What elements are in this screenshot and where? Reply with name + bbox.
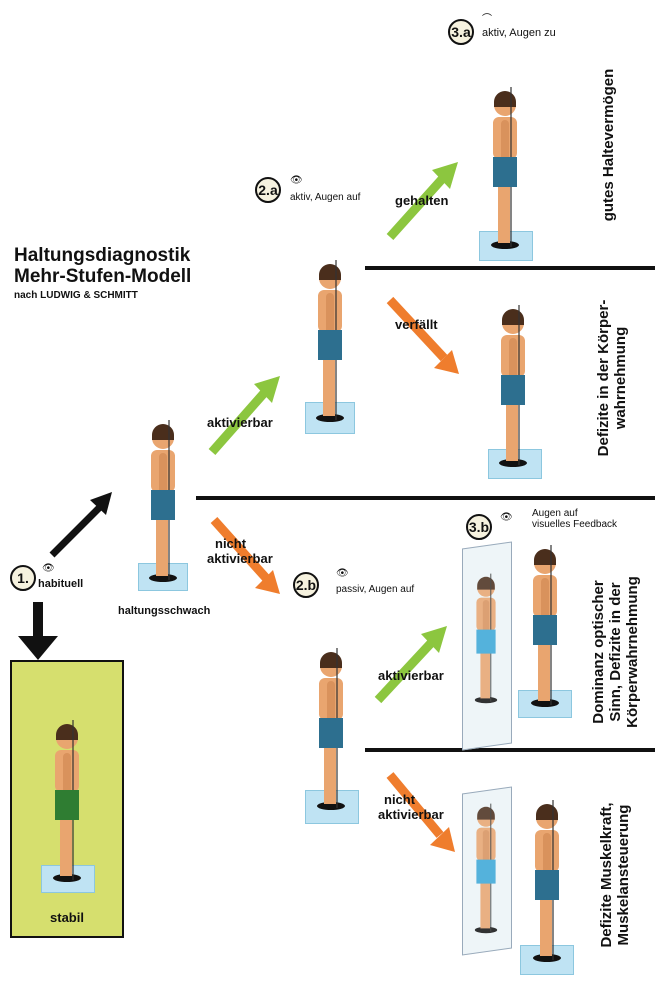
label-nicht-aktivierbar-1a: nicht <box>215 536 246 551</box>
step-1-label: habituell <box>38 577 83 592</box>
step-2a-label: aktiv, Augen auf <box>290 192 360 203</box>
step-2a-badge: 2.a <box>255 177 281 203</box>
black-arrow-up <box>52 492 112 555</box>
eye-open-icon: 👁 <box>290 175 303 186</box>
step-3a-badge: 3.a <box>448 19 474 45</box>
black-arrow-down <box>18 602 58 660</box>
label-nicht-aktivierbar-1b: aktivierbar <box>207 551 273 566</box>
green-arrow-aktivierbar-1 <box>212 376 280 452</box>
step-3b-badge: 3.b <box>466 514 492 540</box>
label-aktivierbar-1: aktivierbar <box>207 415 273 430</box>
step-1-badge: 1. <box>10 565 36 591</box>
step-3b-label-1: Augen auf <box>532 508 578 519</box>
eye-open-icon: 👁 <box>336 568 349 579</box>
eye-closed-icon: ⌒ <box>482 14 492 25</box>
outcome-4: Defizite Muskelkraft, Muskelansteuerung <box>598 775 632 975</box>
figure-3a <box>491 87 519 249</box>
mirror-reflection-1 <box>475 574 497 704</box>
label-verfaellt: verfällt <box>395 317 438 332</box>
figure-2a <box>316 260 344 422</box>
label-gehalten: gehalten <box>395 193 448 208</box>
eye-open-icon: 👁 <box>500 512 513 523</box>
outcome-3: Dominanz optischer Sinn, Defizite in der… <box>590 552 641 752</box>
eye-open-icon: 👁 <box>42 563 55 574</box>
green-arrow-aktivierbar-2 <box>378 626 447 700</box>
outcome-2: Defizite in der Körper- wahrnehmung <box>595 278 629 478</box>
label-nicht-aktivierbar-2b: aktivierbar <box>378 807 444 822</box>
step-3a-label: aktiv, Augen zu <box>482 28 556 39</box>
orange-arrow-verfaellt <box>390 300 459 374</box>
mirror-reflection-2 <box>475 804 497 934</box>
step-2b-label: passiv, Augen auf <box>336 584 414 595</box>
figure-verfaellt <box>499 305 527 467</box>
label-nicht-aktivierbar-2a: nicht <box>384 792 415 807</box>
label-aktivierbar-2: aktivierbar <box>378 668 444 683</box>
figure-2b <box>317 648 345 810</box>
step-3b-label-2: visuelles Feedback <box>532 519 617 530</box>
figure-3b-aktiv <box>531 545 559 707</box>
figure-stabil <box>53 720 81 882</box>
figure-3b-nicht <box>533 800 561 962</box>
step-2b-badge: 2.b <box>293 572 319 598</box>
haltungsschwach-label: haltungsschwach <box>118 604 210 619</box>
outcome-1: gutes Haltevermögen <box>600 55 617 235</box>
figure-habituell <box>149 420 177 582</box>
